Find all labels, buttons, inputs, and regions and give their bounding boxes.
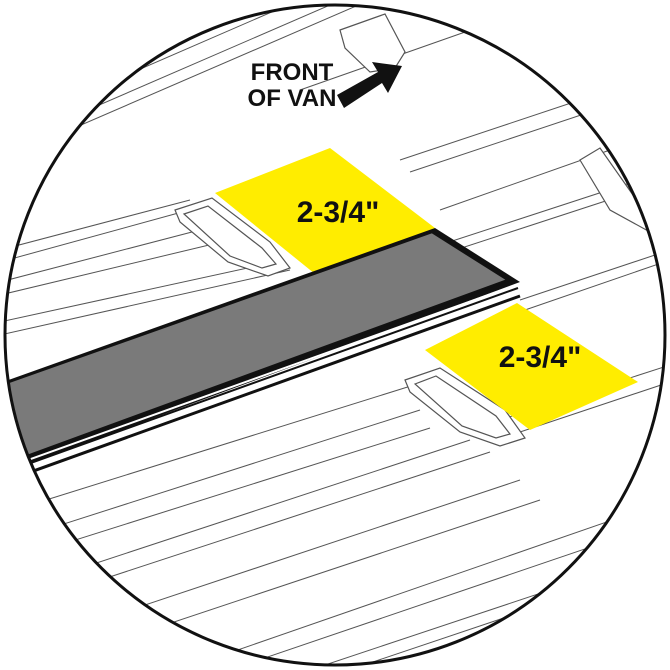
rib-line [519,249,665,301]
front-label-line2: OF VAN [248,85,337,112]
rib-end-cap [174,197,291,277]
rib-line [59,439,471,576]
rib-line [69,451,491,591]
measurement-label-bottom: 2-3/4" [499,341,582,374]
rib-line [399,99,581,161]
rib-line [5,199,191,251]
rib-line [99,479,521,621]
rib-line [179,499,665,665]
strip-edge-highlight [5,284,517,471]
rib-line [5,211,183,263]
arrow-icon [337,62,402,108]
rib-line [119,499,541,641]
detail-circle-border [3,3,667,667]
rib-line [29,379,431,506]
rib-line [409,111,591,173]
measurement-highlight-top [215,148,435,278]
measurement-highlight-bottom [425,303,638,430]
measurement-label-top: 2-3/4" [297,196,380,229]
rib-line [519,381,665,433]
rib-end-cap [404,367,526,447]
strip-edge-line [5,287,519,475]
rib-line [5,269,291,336]
rib-end-cap-inner [182,205,278,269]
rib-line [524,259,665,311]
rib-line [5,261,276,323]
rib-line [44,409,421,531]
strip-top-face [5,230,511,468]
strip-edge-line [5,294,521,485]
rib-line [5,239,231,296]
rib-end-cap-inner [413,375,512,439]
rib-line [49,427,431,549]
rib-end-caps [174,13,665,447]
front-label-line1: FRONT [251,59,334,86]
mounting-strip [5,228,521,485]
strip-edge-highlight [5,291,520,479]
rib-line [5,225,216,283]
